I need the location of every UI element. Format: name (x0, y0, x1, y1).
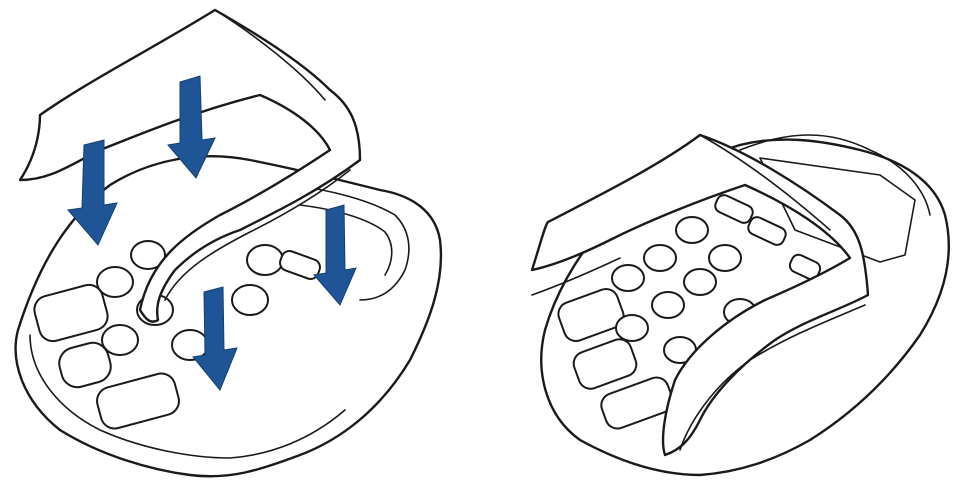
key (232, 285, 268, 315)
key (644, 245, 676, 271)
key (684, 269, 716, 295)
key (709, 245, 741, 271)
key (97, 267, 133, 297)
key (612, 265, 644, 291)
key (247, 245, 283, 275)
key (616, 315, 648, 341)
panel-installing (16, 10, 441, 476)
key (652, 292, 684, 318)
key (676, 217, 708, 243)
key (102, 325, 138, 355)
panel-installed (532, 135, 949, 475)
